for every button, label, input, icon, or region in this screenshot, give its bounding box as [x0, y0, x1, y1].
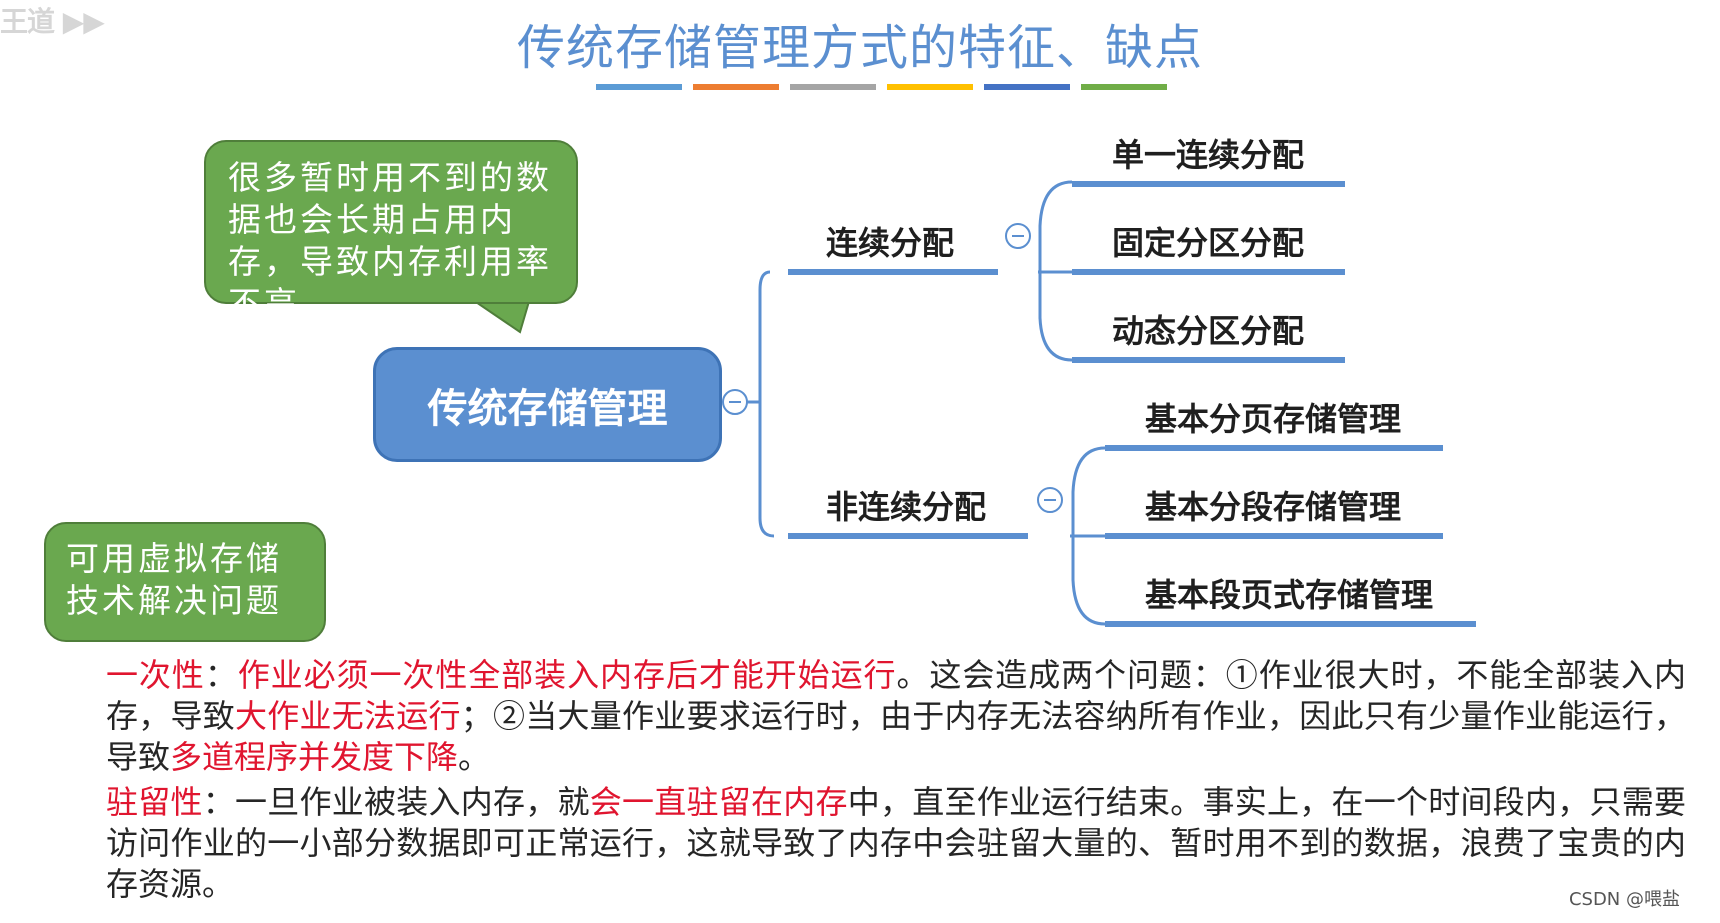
body-text: 。 [458, 738, 491, 776]
leaf-fixed-partition[interactable]: 固定分区分配 [1112, 224, 1305, 262]
body-text: ： [204, 656, 238, 694]
logo-watermark: 王道 ▶▶ [0, 5, 105, 38]
underline-segment-5 [984, 84, 1070, 90]
branch-contiguous-collapse-icon[interactable] [1005, 223, 1031, 249]
leaf-single-contiguous[interactable]: 单一连续分配 [1112, 136, 1305, 174]
body-text: ：一旦作业被装入内存，就 [202, 783, 590, 821]
branch-contiguous[interactable]: 连续分配 [826, 224, 955, 262]
mindmap-root-node[interactable]: 传统存储管理 [373, 347, 722, 462]
body-text: 中，直至作业运行结束。事实上，在一个时间段内，只需要访问作业的一小部分数据即可正… [106, 783, 1686, 903]
body-text: ；②当大量作业要求运行时，由于内存无法容纳所有作业，因此只有少量作业能运行，导致 [106, 697, 1686, 776]
highlight-text: 多道程序并发度下降 [170, 738, 459, 776]
leaf-paging[interactable]: 基本分页存储管理 [1145, 400, 1402, 438]
callout-text: 可用虚拟存储技术解决问题 [66, 539, 282, 620]
paragraph-one-time: 一次性：作业必须一次性全部装入内存后才能开始运行。这会造成两个问题：①作业很大时… [106, 655, 1686, 778]
explanation-text: 一次性：作业必须一次性全部装入内存后才能开始运行。这会造成两个问题：①作业很大时… [106, 655, 1686, 909]
underline-segment-1 [596, 84, 682, 90]
highlight-text: 会一直驻留在内存 [589, 783, 848, 821]
root-collapse-icon[interactable] [722, 389, 748, 415]
page-title: 传统存储管理方式的特征、缺点 [516, 20, 1203, 76]
callout-virtual-storage: 可用虚拟存储技术解决问题 [44, 522, 326, 642]
highlight-text: 一次性 [106, 656, 205, 694]
leaf-dynamic-partition[interactable]: 动态分区分配 [1112, 312, 1305, 350]
leaf-segment-paging[interactable]: 基本段页式存储管理 [1145, 576, 1434, 614]
highlight-text: 驻留性 [106, 783, 203, 821]
paragraph-residency: 驻留性：一旦作业被装入内存，就会一直驻留在内存中，直至作业运行结束。事实上，在一… [106, 782, 1686, 905]
underline-segment-2 [693, 84, 779, 90]
callout-memory-utilization: 很多暂时用不到的数据也会长期占用内存，导致内存利用率不高 [204, 140, 578, 323]
callout-text: 很多暂时用不到的数据也会长期占用内存，导致内存利用率不高 [228, 158, 552, 323]
highlight-text: 大作业无法运行 [235, 697, 461, 735]
branch-noncontiguous-collapse-icon[interactable] [1037, 487, 1063, 513]
csdn-watermark: CSDN @喂盐 [1568, 889, 1680, 910]
highlight-text: 作业必须一次性全部装入内存后才能开始运行 [237, 656, 897, 694]
underline-segment-6 [1081, 84, 1167, 90]
body-text: 。这会造成两个问题：①作业很大时，不能全部装入内存，导致 [106, 656, 1686, 735]
leaf-segmentation[interactable]: 基本分段存储管理 [1145, 488, 1402, 526]
branch-noncontiguous[interactable]: 非连续分配 [826, 488, 987, 526]
underline-segment-4 [887, 84, 973, 90]
underline-segment-3 [790, 84, 876, 90]
